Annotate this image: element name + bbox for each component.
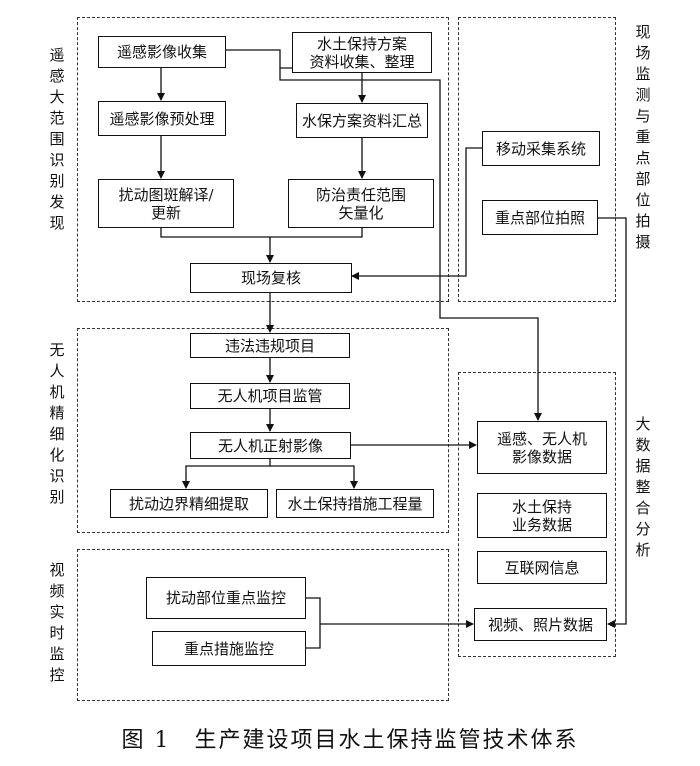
box-rs-collect: 遥感影像收集	[98, 36, 226, 68]
box-swc-business: 水土保持 业务数据	[477, 493, 607, 538]
arrow-rs-to-big-data	[279, 68, 542, 421]
box-uav-ortho: 无人机正射影像	[190, 432, 351, 459]
label-remote-sensing: 遥感大范围识别发现	[49, 46, 65, 232]
box-illegal-project: 违法违规项目	[190, 333, 350, 358]
box-disturb-monitor: 扰动部位重点监控	[146, 577, 306, 619]
box-swc-summary: 水保方案资料汇总	[296, 103, 428, 138]
label-field-monitoring: 现场监测与重点部位拍摄	[635, 23, 651, 251]
box-boundary-extract: 扰动边界精细提取	[110, 489, 268, 518]
box-mobile-system: 移动采集系统	[482, 131, 600, 166]
region-big-data	[458, 372, 616, 657]
label-video: 视频实时监控	[49, 561, 65, 684]
region-field-monitoring	[458, 17, 616, 302]
region-uav	[77, 328, 449, 533]
region-remote-sensing	[77, 17, 449, 302]
box-key-photo: 重点部位拍照	[482, 200, 598, 235]
box-swc-collect: 水土保持方案 资料收集、整理	[292, 32, 432, 73]
arrow-vector-merge	[270, 228, 363, 238]
arrow-measure-monitor	[306, 624, 321, 649]
arrow-interpret-merge	[160, 228, 270, 238]
box-internet-info: 互联网信息	[477, 551, 607, 584]
arrow-ortho-branch	[182, 459, 271, 489]
box-scope-vector: 防治责任范围 矢量化	[288, 179, 434, 228]
box-field-review: 现场复核	[190, 263, 352, 293]
arrow-disturb-monitor	[306, 597, 321, 624]
box-rs-preprocess: 遥感影像预处理	[98, 101, 226, 136]
box-measure-monitor: 重点措施监控	[152, 631, 306, 666]
box-measure-quantity: 水土保持措施工程量	[276, 489, 434, 518]
region-video	[77, 549, 449, 701]
figure-caption: 图 1 生产建设项目水土保持监管技术体系	[121, 728, 579, 753]
box-patch-interpret: 扰动图斑解译/ 更新	[98, 179, 234, 228]
box-uav-supervise: 无人机项目监管	[190, 383, 350, 409]
label-uav: 无人机精细化识别	[49, 341, 65, 506]
label-big-data: 大数据整合分析	[635, 415, 651, 559]
box-video-photo: 视频、照片数据	[474, 608, 607, 641]
box-rs-uav-data: 遥感、无人机 影像数据	[477, 421, 607, 474]
arrow-ortho-branch-right	[270, 465, 358, 489]
arrow-photo-to-data	[598, 217, 627, 628]
arrow-mobile-to-review	[351, 147, 482, 280]
